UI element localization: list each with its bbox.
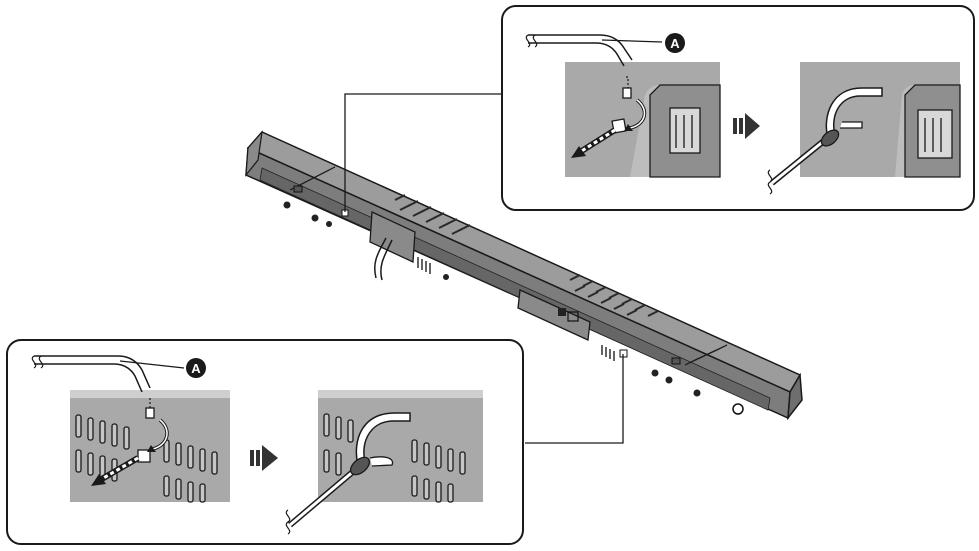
vent-grille-left — [394, 194, 471, 235]
insert-arrow-icon — [91, 455, 140, 486]
upper-callout: A — [501, 5, 975, 211]
insert-arrow-icon — [571, 127, 617, 158]
upper-step2-panel — [800, 62, 961, 178]
step-arrow-icon — [733, 113, 760, 139]
cable-tie-icon — [145, 398, 169, 452]
soundbar-unit — [245, 130, 803, 421]
mount-hole — [732, 403, 744, 415]
marker-a-icon: A — [186, 358, 206, 378]
leader-line-upper — [344, 93, 505, 212]
marker-a-icon: A — [665, 33, 685, 53]
cable-icon — [380, 239, 393, 281]
lower-callout: A — [6, 339, 524, 545]
vent-grille-right — [569, 274, 659, 317]
cable-tie-icon — [622, 76, 647, 131]
svg-text:A: A — [191, 361, 201, 376]
wrapped-cable-upper — [767, 87, 883, 195]
cable-icon — [34, 355, 151, 389]
step-arrow-icon — [250, 445, 278, 471]
leader-line-lower — [525, 354, 624, 444]
svg-text:A: A — [670, 36, 680, 51]
wrapped-cable-lower — [285, 412, 411, 535]
lower-step2-panel — [318, 390, 483, 503]
cable-icon — [528, 34, 633, 61]
port-right — [558, 308, 566, 316]
